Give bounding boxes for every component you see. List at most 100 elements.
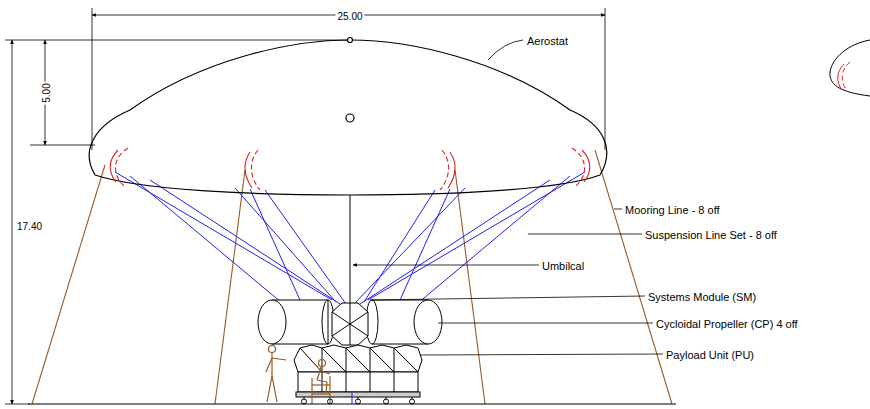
human-figures-part: [272, 358, 286, 360]
human-figures-part: [269, 346, 276, 353]
suspension-lines-part: [400, 176, 570, 318]
dimension-lines-part: [30, 40, 350, 41]
suspension-lines-part: [400, 189, 450, 300]
aerostat-envelope: [89, 38, 607, 196]
part-label: Suspension Line Set - 8 off: [645, 229, 777, 241]
dimension-lines-part: [92, 8, 93, 150]
attachment-arcs-part: [245, 152, 252, 188]
umbilical-line: [350, 195, 351, 303]
payload-unit: [294, 345, 422, 404]
human-figures-part: [266, 358, 272, 372]
part-label: Systems Module (SM): [648, 291, 756, 303]
human-figures-part: [311, 378, 312, 404]
leader-lines-part: [614, 209, 622, 210]
partial-second-view-part: [842, 62, 850, 92]
partial-second-view-part: [830, 40, 870, 96]
attachment-arcs: [110, 148, 590, 190]
attachment-arcs-part: [448, 152, 455, 188]
attachment-arcs-part: [572, 148, 585, 186]
payload-unit-part: [352, 392, 353, 404]
human-figures-part: [317, 367, 321, 380]
part-label: Mooring Line - 8 off: [625, 204, 720, 216]
payload-unit-part: [296, 392, 420, 397]
human-figures-part: [272, 376, 277, 402]
dimension-value: 25.00: [335, 11, 364, 22]
human-figures-part: [312, 393, 330, 394]
payload-unit-part: [394, 372, 395, 392]
aerostat-envelope-part: [89, 40, 607, 195]
leader-lines-part: [488, 40, 523, 60]
cycloidal-propellers-part: [258, 300, 286, 344]
part-label-holder: Systems Module (SM): [648, 287, 756, 305]
human-figures-part: [326, 382, 327, 393]
leader-lines-part: [370, 296, 645, 300]
payload-unit-part: [346, 348, 347, 372]
systems-module: [332, 303, 368, 345]
payload-unit-part: [294, 345, 422, 372]
part-label-holder: Suspension Line Set - 8 off: [645, 225, 777, 243]
part-label: Aerostat: [527, 35, 568, 47]
cycloidal-propellers-part: [414, 300, 442, 344]
payload-unit-part: [394, 348, 395, 372]
payload-unit-part: [300, 348, 322, 372]
part-label-holder: Umbilcal: [542, 256, 584, 274]
dimension-lines-part: [605, 8, 606, 150]
payload-unit-part: [302, 399, 307, 404]
cycloidal-propellers: [258, 300, 442, 344]
leader-lines-part: [528, 234, 642, 235]
part-label-holder: Aerostat: [527, 31, 568, 49]
payload-unit-part: [356, 399, 361, 404]
suspension-lines-part: [357, 180, 550, 306]
partial-second-view-part: [838, 64, 844, 90]
aerostat-envelope-part: [346, 114, 354, 122]
dimension-lines-part: [5, 404, 30, 405]
part-label: Cycloidal Propeller (CP) 4 off: [656, 318, 798, 330]
payload-unit-part: [322, 348, 346, 372]
dimension-value: 5.00: [41, 81, 52, 104]
payload-unit-part: [394, 348, 418, 372]
human-figures-part: [312, 384, 330, 385]
attachment-arcs-part: [110, 150, 118, 182]
payload-unit-part: [346, 348, 370, 372]
dimension-value-holder: 5.00: [36, 81, 54, 104]
payload-unit-part: [410, 399, 415, 404]
suspension-lines-part: [250, 189, 300, 300]
human-figures: [266, 346, 330, 405]
part-label-holder: Payload Unit (PU): [666, 345, 754, 363]
ground-line: [28, 404, 676, 405]
mooring-lines-part: [215, 170, 245, 404]
leader-lines-part: [420, 354, 663, 355]
systems-module-part: [350, 303, 351, 345]
suspension-lines-part: [235, 188, 336, 302]
human-figures-part: [317, 380, 327, 382]
partial-second-view: [830, 40, 870, 96]
umbilical-line-part: [350, 195, 351, 303]
leader-lines: [353, 40, 663, 355]
suspension-lines-part: [265, 190, 346, 304]
payload-unit-part: [346, 372, 347, 392]
mooring-lines-part: [595, 150, 672, 404]
payload-unit-part: [370, 372, 371, 392]
attachment-arcs-part: [440, 150, 449, 190]
mooring-lines-part: [455, 170, 485, 404]
dimension-lines-part: [12, 40, 13, 404]
payload-unit-part: [370, 348, 394, 372]
dimension-lines-part: [5, 40, 30, 41]
dimension-value-holder: 17.40: [17, 216, 42, 234]
payload-unit-part: [298, 372, 418, 392]
aerostat-envelope-part: [348, 38, 353, 43]
payload-unit-part: [384, 399, 389, 404]
human-figures-part: [329, 376, 330, 404]
attachment-arcs-part: [115, 148, 128, 186]
part-label: Payload Unit (PU): [666, 349, 754, 361]
ground-line-part: [28, 404, 676, 405]
part-label: Umbilcal: [542, 260, 584, 272]
human-figures-part: [271, 353, 272, 376]
dimension-lines-part: [30, 145, 95, 146]
attachment-arcs-part: [582, 150, 590, 182]
attachment-arcs-part: [251, 150, 260, 190]
human-figures-part: [320, 371, 330, 374]
